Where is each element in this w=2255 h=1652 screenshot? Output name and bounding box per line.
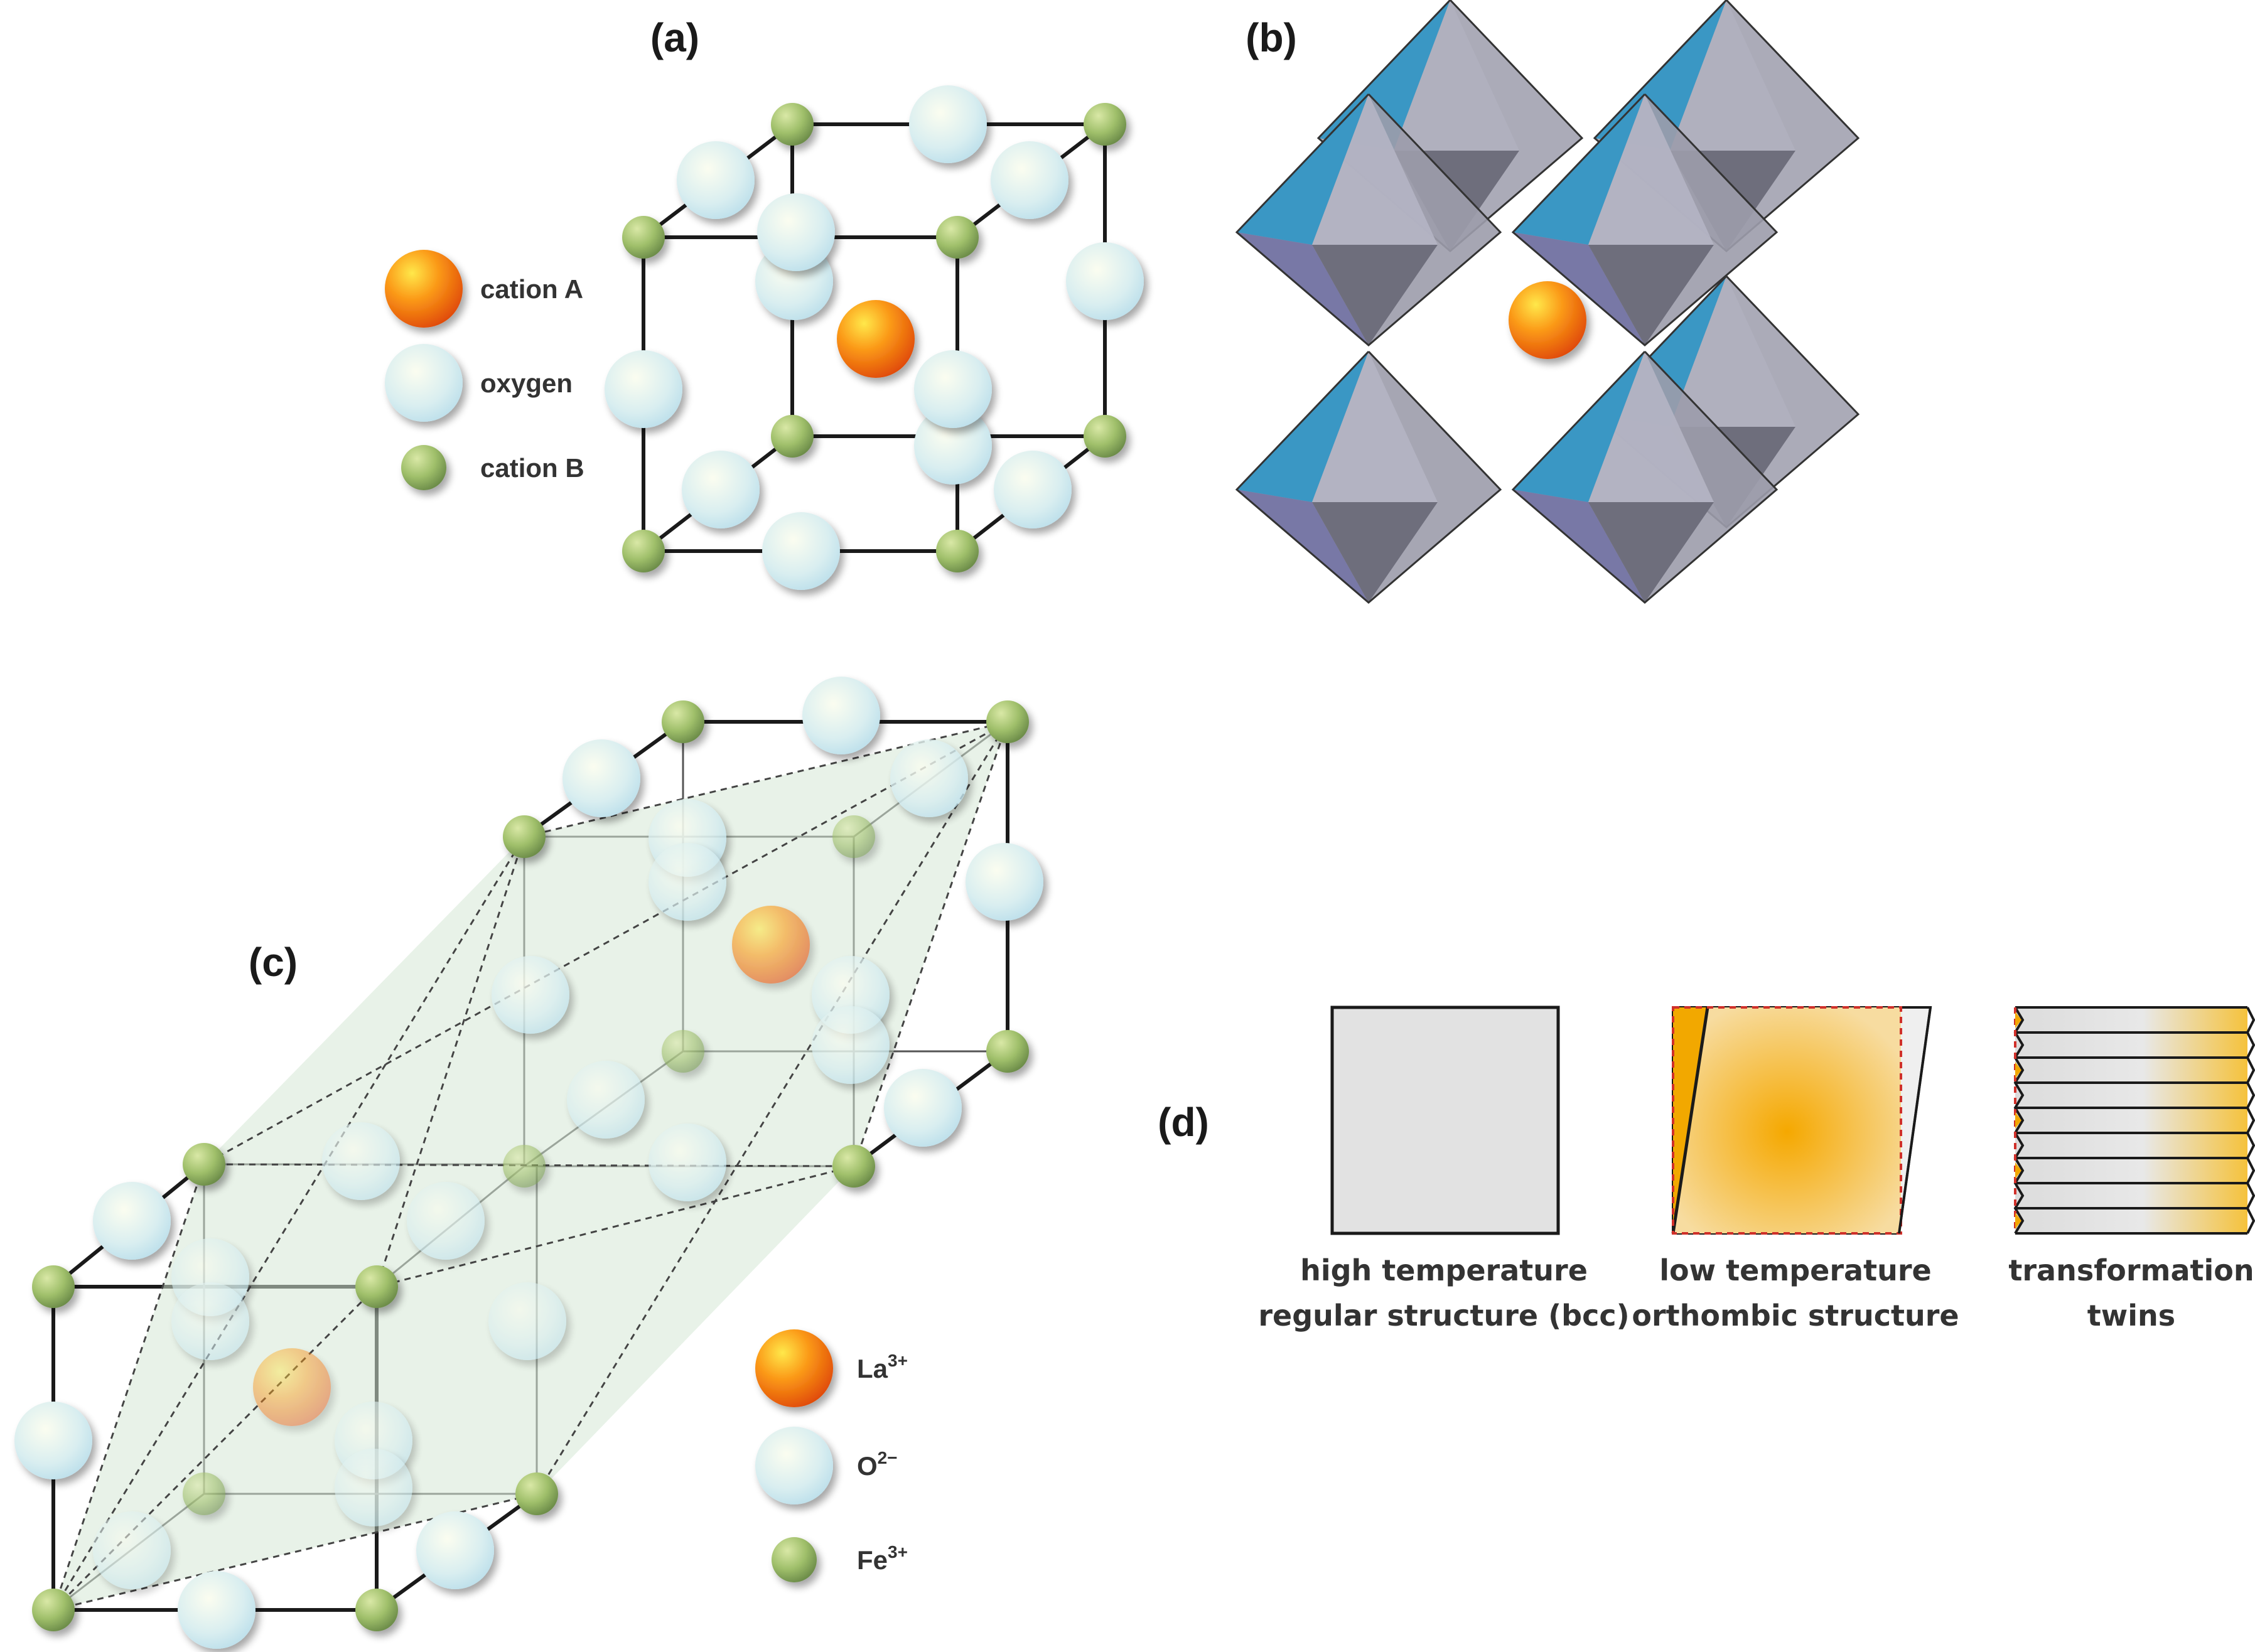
legend-o-swatch [755, 1427, 833, 1504]
caption-low-temp-line1: low temperature [1659, 1253, 1931, 1287]
oxygen-atom [909, 85, 987, 163]
caption-high-temp-line2: regular structure (bcc) [1258, 1299, 1629, 1333]
cation-b-atom [771, 415, 814, 458]
legend-fe-swatch [772, 1537, 817, 1582]
fe-atom [183, 1143, 225, 1186]
oxygen-atom [914, 350, 992, 428]
legend-oxygen-swatch [385, 344, 463, 422]
caption-twins-line1: transformation [2008, 1253, 2254, 1287]
oxygen-atom [649, 843, 726, 921]
fe-atom [832, 1145, 875, 1188]
supercell-atoms [14, 677, 1043, 1649]
fe-atom [183, 1472, 225, 1515]
fe-atom [503, 815, 546, 858]
oxygen-atom [802, 677, 880, 754]
caption-low-temp-line2: orthombic structure [1632, 1299, 1959, 1333]
cation-b-atom [622, 530, 665, 572]
oxygen-atom [93, 1511, 171, 1589]
caption-high-temp-line1: high temperature [1300, 1253, 1588, 1287]
oxygen-atom [407, 1182, 485, 1260]
legend-la-swatch [755, 1329, 833, 1407]
panel-d-label: (d) [1158, 1100, 1209, 1145]
panel-d: (d) high temperature regular structure (… [1158, 1006, 2255, 1333]
cation-a-atom [837, 300, 915, 378]
transformation-twins-shape [2013, 1006, 2255, 1235]
oxygen-atom [677, 141, 755, 219]
cation-a-atom [1509, 281, 1586, 359]
legend-oxygen-label: oxygen [480, 368, 573, 398]
oxygen-atom [884, 1069, 962, 1147]
fe-atom [662, 1030, 704, 1073]
cubic-cell-atoms [605, 85, 1144, 590]
octahedron [1511, 93, 1779, 346]
oxygen-atom [1066, 242, 1144, 320]
panel-c-legend: La3+ O2− Fe3+ [755, 1329, 908, 1582]
oxygen-atom [492, 956, 569, 1034]
legend-cation-b-label: cation B [480, 453, 584, 483]
fe-atom [662, 700, 704, 743]
fe-atom [986, 700, 1029, 743]
octahedron [1235, 350, 1502, 604]
caption-twins-line2: twins [2087, 1299, 2175, 1333]
panel-c: (c) [14, 677, 1043, 1649]
oxygen-atom [914, 407, 992, 485]
panel-a-label: (a) [650, 15, 699, 60]
octahedra-network [1235, 0, 1860, 604]
legend-fe-label: Fe3+ [857, 1542, 908, 1575]
fe-atom [503, 1145, 546, 1188]
fe-atom [832, 815, 875, 858]
oxygen-atom [649, 1124, 726, 1201]
oxygen-atom [757, 193, 835, 271]
cation-b-atom [936, 216, 979, 259]
oxygen-atom [966, 843, 1043, 921]
panel-b-label: (b) [1246, 15, 1297, 60]
panel-c-label: (c) [249, 940, 298, 985]
oxygen-atom [682, 451, 760, 528]
legend-cation-a-swatch [385, 250, 463, 328]
fe-atom [32, 1589, 75, 1631]
cation-b-atom [936, 530, 979, 572]
oxygen-atom [562, 739, 640, 817]
panel-a: (a) cation A oxygen cation B [385, 15, 1144, 590]
fe-atom [32, 1265, 75, 1308]
legend-cation-a-label: cation A [480, 274, 583, 304]
oxygen-atom [178, 1571, 256, 1649]
octahedron [1511, 350, 1779, 604]
oxygen-atom [991, 141, 1068, 219]
cation-b-atom [771, 103, 814, 146]
fe-atom [515, 1472, 558, 1515]
octahedron [1235, 93, 1502, 346]
cation-b-atom [1084, 415, 1126, 458]
oxygen-atom [994, 451, 1072, 528]
oxygen-atom [93, 1182, 171, 1260]
oxygen-atom [567, 1061, 645, 1139]
cation-b-atom [1084, 103, 1126, 146]
oxygen-atom [605, 350, 682, 428]
oxygen-atom [488, 1282, 566, 1360]
oxygen-atom [890, 739, 968, 817]
orthorhombic-shape [1671, 1006, 1932, 1235]
panel-a-legend: cation A oxygen cation B [385, 250, 584, 490]
oxygen-atom [322, 1122, 400, 1200]
legend-la-label: La3+ [857, 1351, 908, 1383]
fe-atom [355, 1265, 398, 1308]
legend-cation-b-swatch [401, 445, 446, 490]
la-atom [732, 906, 810, 984]
fe-atom [355, 1589, 398, 1631]
oxygen-atom [812, 1006, 890, 1084]
legend-o-label: O2− [857, 1448, 898, 1481]
bcc-square [1330, 1006, 1560, 1235]
oxygen-atom [762, 512, 840, 590]
fe-atom [986, 1030, 1029, 1073]
oxygen-atom [335, 1449, 412, 1526]
la-atom [253, 1348, 331, 1426]
panel-b: (b) [1235, 0, 1860, 604]
oxygen-atom [171, 1282, 249, 1360]
cation-b-atom [622, 216, 665, 259]
oxygen-atom [14, 1402, 92, 1479]
oxygen-atom [416, 1511, 494, 1589]
